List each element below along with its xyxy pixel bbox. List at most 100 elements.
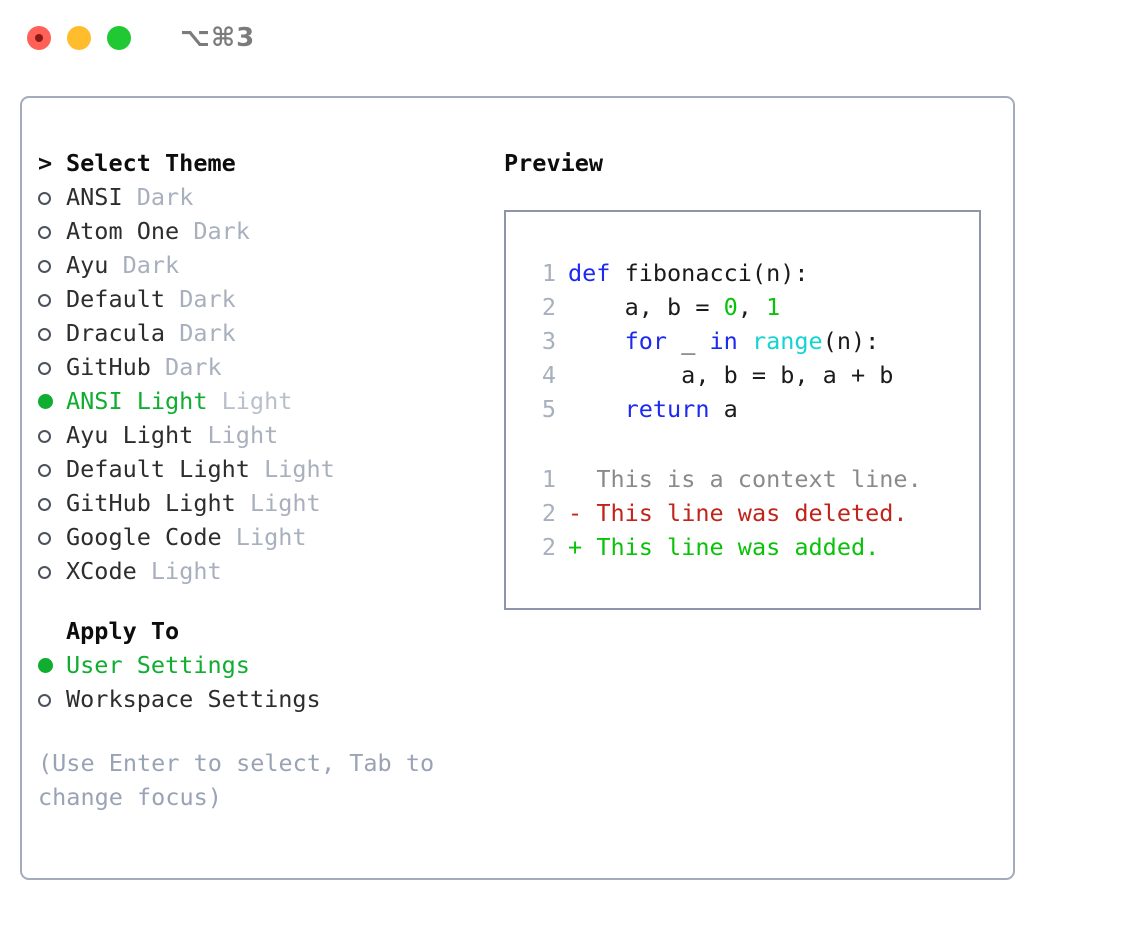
spacer: [38, 588, 503, 614]
theme-list-item[interactable]: ANSI Dark: [38, 180, 503, 214]
theme-variant-badge: Dark: [165, 353, 222, 381]
space: [137, 554, 151, 588]
code-line: 4 a, b = b, a + b: [522, 358, 979, 392]
radio-dot: [38, 226, 51, 239]
code-text: return a: [568, 392, 738, 426]
apply-to-indent: >: [38, 614, 66, 648]
radio-unselected-icon[interactable]: [38, 420, 66, 454]
theme-name: Dracula: [66, 319, 166, 347]
theme-variant-badge: Light: [221, 387, 293, 415]
space: [582, 465, 596, 493]
theme-variant-badge: Light: [264, 455, 335, 483]
theme-variant-badge: Light: [207, 421, 279, 449]
radio-unselected-icon[interactable]: [38, 216, 66, 250]
select-theme-label: Select Theme: [66, 149, 236, 177]
diff-preview: 1 This is a context line.2- This line wa…: [522, 462, 979, 564]
theme-variant-badge: Dark: [179, 285, 236, 313]
radio-unselected-icon[interactable]: [38, 250, 66, 284]
apply-to-option[interactable]: User Settings: [38, 648, 503, 682]
code-token-plain: a: [709, 395, 738, 423]
theme-list-item[interactable]: XCode Light: [38, 554, 503, 588]
theme-name: Default Light: [66, 455, 250, 483]
radio-unselected-icon[interactable]: [38, 352, 66, 386]
radio-dot: [38, 260, 51, 273]
spacer: [38, 716, 503, 746]
radio-unselected-icon[interactable]: [38, 318, 66, 352]
theme-variant-badge: Dark: [122, 251, 180, 279]
space: [179, 214, 193, 248]
space: [108, 248, 122, 282]
code-text: for _ in range(n):: [568, 324, 880, 358]
preview-heading: Preview: [504, 149, 604, 177]
space: [582, 499, 596, 527]
theme-name: GitHub: [66, 353, 151, 381]
code-token-plain: [738, 327, 752, 355]
theme-variant-badge: Light: [235, 523, 307, 551]
theme-name: Default: [66, 285, 166, 313]
radio-unselected-icon[interactable]: [38, 556, 66, 590]
theme-list-item[interactable]: Atom One Dark: [38, 214, 503, 248]
theme-list-item[interactable]: Ayu Dark: [38, 248, 503, 282]
theme-variant-badge: Light: [249, 489, 321, 517]
code-token-plain: _: [667, 327, 710, 355]
code-line: 2 a, b = 0, 1: [522, 290, 979, 324]
diff-text: This line was added.: [596, 533, 880, 561]
radio-selected-icon[interactable]: [38, 649, 66, 683]
theme-variant-badge: Dark: [136, 183, 194, 211]
theme-list-item[interactable]: GitHub Light Light: [38, 486, 503, 520]
theme-name: Ayu Light: [66, 421, 194, 449]
line-number: 2: [541, 499, 556, 527]
theme-list-item[interactable]: ANSI Light Light: [38, 384, 503, 418]
space: [165, 316, 179, 350]
code-token-plain: [568, 395, 625, 423]
space: [582, 533, 596, 561]
radio-unselected-icon[interactable]: [38, 684, 66, 718]
theme-list-item[interactable]: Ayu Light Light: [38, 418, 503, 452]
radio-unselected-icon[interactable]: [38, 284, 66, 318]
radio-selected-icon[interactable]: [38, 385, 66, 419]
theme-name: Atom One: [66, 217, 180, 245]
theme-list-item[interactable]: Dracula Dark: [38, 316, 503, 350]
theme-name: Google Code: [66, 523, 222, 551]
apply-to-label: Apply To: [66, 617, 180, 645]
line-number: 3: [541, 327, 556, 355]
theme-list-item[interactable]: Default Dark: [38, 282, 503, 316]
theme-list-item[interactable]: Google Code Light: [38, 520, 503, 554]
radio-dot: [38, 464, 51, 477]
code-token-plain: ,: [737, 293, 767, 321]
diff-line: 2+ This line was added.: [522, 530, 979, 564]
radio-dot: [38, 294, 51, 307]
diff-text: This line was deleted.: [596, 499, 908, 527]
radio-unselected-icon[interactable]: [38, 522, 66, 556]
radio-unselected-icon[interactable]: [38, 182, 66, 216]
theme-name: Ayu: [66, 251, 109, 279]
radio-dot: [38, 498, 51, 511]
theme-list-item[interactable]: Default Light Light: [38, 452, 503, 486]
code-token-plain: a, b = b, a + b: [568, 361, 894, 389]
theme-list-item[interactable]: GitHub Dark: [38, 350, 503, 384]
radio-unselected-icon[interactable]: [38, 454, 66, 488]
window-titlebar: ⌥⌘3: [0, 0, 1140, 76]
code-text: a, b = b, a + b: [568, 358, 893, 392]
zoom-button[interactable]: [107, 26, 131, 50]
diff-line: 2- This line was deleted.: [522, 496, 979, 530]
line-number: 1: [541, 259, 556, 287]
apply-to-option[interactable]: Workspace Settings: [38, 682, 503, 716]
close-button[interactable]: [27, 26, 51, 50]
minimize-button[interactable]: [67, 26, 91, 50]
space: [123, 180, 137, 214]
radio-unselected-icon[interactable]: [38, 488, 66, 522]
code-line: 5 return a: [522, 392, 979, 426]
prompt-arrow-icon: >: [38, 149, 53, 177]
diff-line: 1 This is a context line.: [522, 462, 979, 496]
code-token-keyword: def: [568, 259, 625, 287]
radio-dot: [38, 192, 51, 205]
